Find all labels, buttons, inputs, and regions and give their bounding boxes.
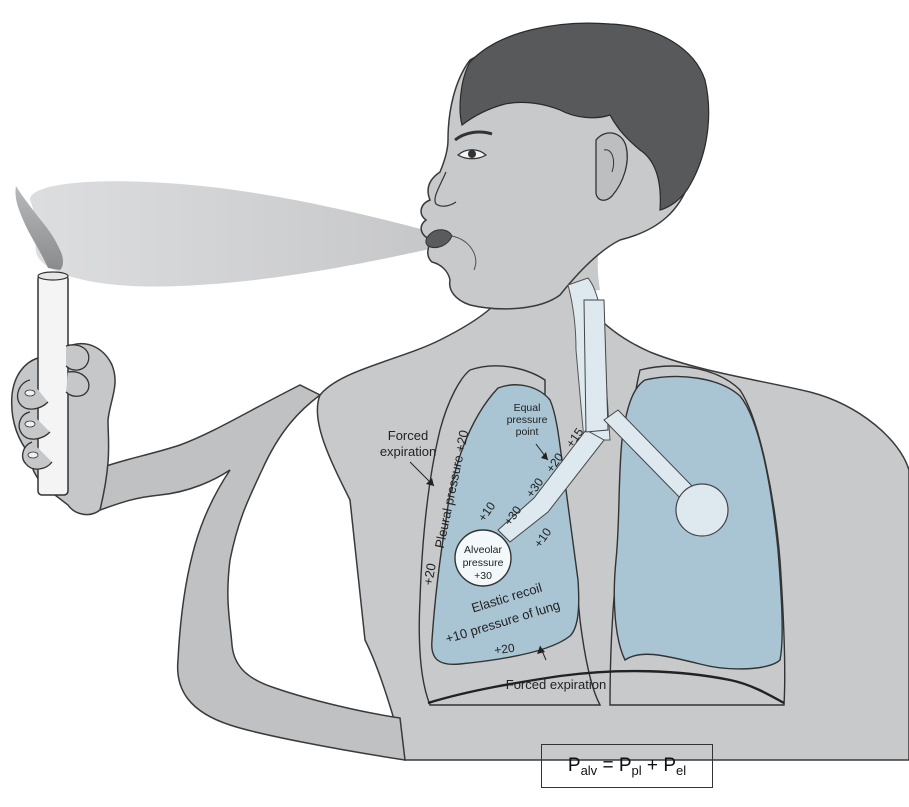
formula-p-pl: Ppl [619, 755, 642, 778]
formula-p-el: Pel [663, 755, 686, 778]
forced-expiration-bottom: Forced expiration [506, 677, 606, 692]
alveolar-line2: pressure [463, 557, 504, 569]
equal-pressure-line3: point [516, 426, 539, 438]
formula-equals: = [597, 755, 619, 777]
formula-plus: + [642, 755, 664, 777]
equal-pressure-line1: Equal [514, 402, 541, 414]
pressure-equation-box: Palv = Ppl + Pel [541, 744, 713, 788]
alveolar-line3: +30 [474, 570, 492, 582]
alveolus-right [676, 484, 728, 536]
formula-p-alv: Palv [568, 755, 597, 778]
trachea-main [584, 300, 608, 432]
forced-expiration-left-line1: Forced [388, 428, 428, 443]
diaphragm-plus20: +20 [493, 641, 515, 658]
breath-plume [30, 181, 434, 286]
torso [317, 262, 909, 760]
forced-expiration-left-line2: expiration [380, 444, 436, 459]
alveolar-line1: Alveolar [464, 544, 502, 556]
equal-pressure-line2: pressure [507, 414, 548, 426]
